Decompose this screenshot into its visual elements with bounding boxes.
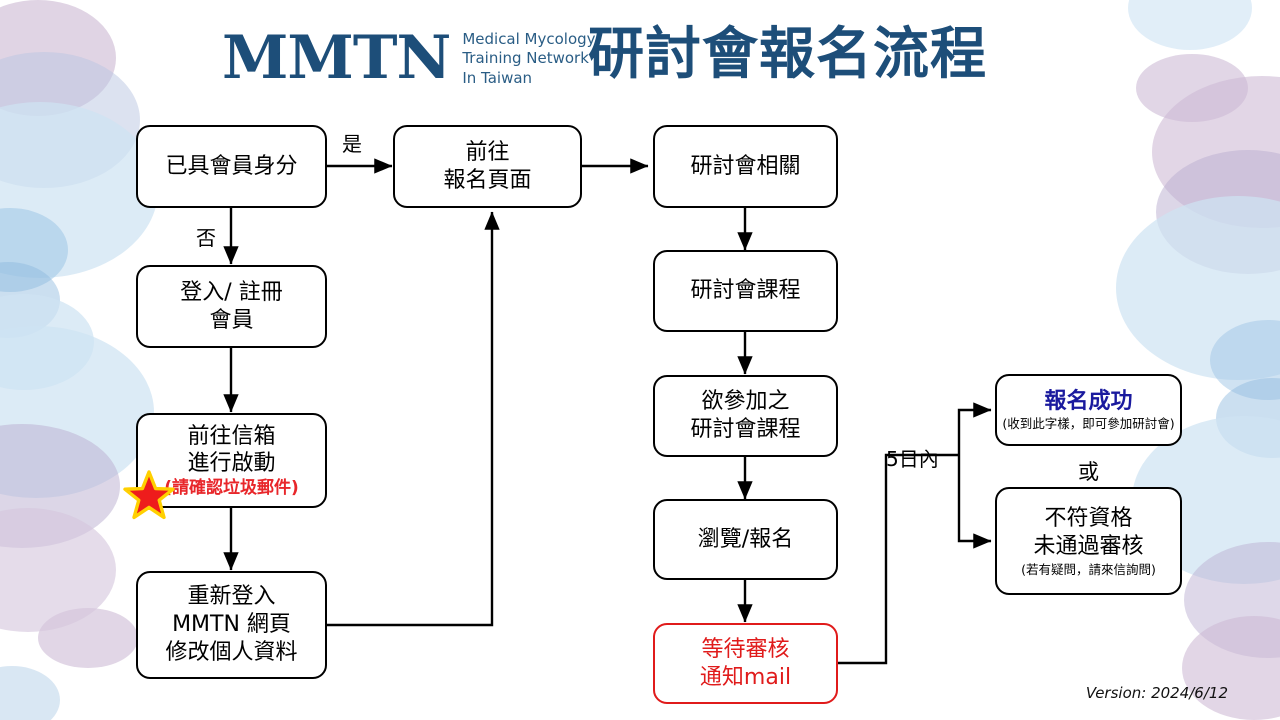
version-label: Version: 2024/6/12 [1085, 684, 1228, 702]
node-browse-signup-line-1: 瀏覽/報名 [697, 526, 794, 552]
node-login-register[interactable]: 登入/ 註冊 會員 [136, 265, 327, 348]
node-mailbox-activate[interactable]: 前往信箱 進行啟動 (請確認垃圾郵件) [136, 413, 327, 508]
node-registration-rejected[interactable]: 不符資格 未通過審核 (若有疑問，請來信詢問) [995, 487, 1182, 595]
node-mailbox-line-2: 進行啟動 [187, 451, 276, 477]
logo-subtitle: Medical Mycology Training Network In Tai… [462, 28, 595, 88]
node-success-note: (收到此字樣，即可參加研討會) [1002, 416, 1175, 432]
node-desired-course[interactable]: 欲參加之 研討會課程 [653, 375, 838, 457]
logo-subtitle-line-2: Training Network [462, 49, 589, 68]
node-seminar-course-line-1: 研討會課程 [690, 278, 801, 304]
node-go-register-line-2: 報名頁面 [443, 167, 532, 193]
edge-label-yes: 是 [342, 132, 362, 156]
node-relogin-line-1: 重新登入 [187, 584, 276, 610]
node-seminar-info[interactable]: 研討會相關 [653, 125, 838, 208]
node-relogin-line-3: 修改個人資料 [165, 639, 298, 665]
page-title: 研討會報名流程 [588, 22, 987, 87]
node-success-title: 報名成功 [1044, 388, 1133, 414]
node-seminar-info-line-1: 研討會相關 [690, 153, 801, 179]
mmtn-logo: MMTN Medical Mycology Training Network I… [222, 28, 596, 88]
node-relogin-line-2: MMTN 網頁 [172, 612, 291, 638]
node-registration-success[interactable]: 報名成功 (收到此字樣，即可參加研討會) [995, 374, 1182, 446]
node-login-register-line-1: 登入/ 註冊 [180, 279, 283, 305]
node-waiting-review[interactable]: 等待審核 通知mail [653, 623, 838, 704]
edge-label-within-5-days: 5日內 [886, 447, 939, 471]
node-browse-signup[interactable]: 瀏覽/報名 [653, 499, 838, 580]
node-desired-course-line-1: 欲參加之 [701, 389, 790, 415]
node-desired-course-line-2: 研討會課程 [690, 417, 801, 442]
node-member-check-line-1: 已具會員身分 [165, 153, 298, 179]
node-member-check[interactable]: 已具會員身分 [136, 125, 327, 208]
node-mailbox-line-1: 前往信箱 [187, 423, 276, 449]
node-rejected-note: (若有疑問，請來信詢問) [1021, 561, 1156, 577]
node-waiting-review-line-2: 通知mail [699, 664, 792, 690]
logo-subtitle-line-3: In Taiwan [462, 68, 533, 87]
node-waiting-review-line-1: 等待審核 [701, 636, 790, 662]
node-relogin-edit-profile[interactable]: 重新登入 MMTN 網頁 修改個人資料 [136, 571, 327, 679]
edge-label-no: 否 [196, 226, 216, 250]
red-star-icon [123, 470, 175, 520]
node-seminar-course[interactable]: 研討會課程 [653, 250, 838, 332]
node-go-register-line-1: 前往 [465, 139, 510, 165]
node-rejected-line-1: 不符資格 [1044, 506, 1133, 532]
node-go-register-page[interactable]: 前往 報名頁面 [393, 125, 582, 208]
node-login-register-line-2: 會員 [209, 307, 254, 333]
logo-subtitle-line-1: Medical Mycology [462, 30, 596, 49]
edge-label-or: 或 [1078, 460, 1099, 484]
node-rejected-line-2: 未通過審核 [1033, 534, 1144, 559]
node-mailbox-spam-note: (請確認垃圾郵件) [164, 478, 299, 499]
logo-wordmark: MMTN [222, 23, 451, 93]
